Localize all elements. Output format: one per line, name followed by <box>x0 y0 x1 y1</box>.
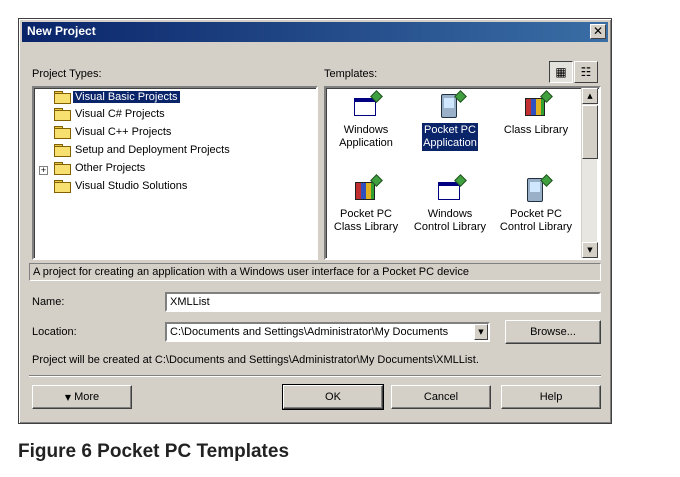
folder-icon <box>54 180 71 194</box>
title-bar[interactable]: New Project ✕ <box>22 22 608 42</box>
scroll-thumb[interactable] <box>582 105 598 159</box>
location-combobox[interactable]: C:\Documents and Settings\Administrator\… <box>165 322 490 342</box>
templates-scrollbar[interactable]: ▲ ▼ <box>581 88 598 258</box>
separator <box>29 375 601 377</box>
pocket-pc-application-icon <box>434 90 467 120</box>
pocket-pc-class-library-icon <box>350 174 383 204</box>
expand-plus-icon[interactable]: + <box>39 165 48 175</box>
created-at-text: Project will be created at C:\Documents … <box>32 354 479 366</box>
templates-label: Templates: <box>324 68 378 80</box>
folder-icon <box>54 162 71 176</box>
template-label: Class Library <box>503 124 569 136</box>
location-label: Location: <box>32 326 77 338</box>
tree-item-visual-basic-projects[interactable]: Visual Basic Projects <box>54 89 180 106</box>
folder-icon <box>54 91 71 105</box>
folder-icon <box>54 126 71 140</box>
template-description: A project for creating an application wi… <box>29 263 601 281</box>
tree-item-visual-studio-solutions[interactable]: Visual Studio Solutions <box>54 178 189 195</box>
help-button[interactable]: Help <box>501 385 601 409</box>
tree-item-label: Visual C# Projects <box>75 108 165 120</box>
class-library-icon <box>520 90 553 120</box>
pocket-pc-control-library-icon <box>520 174 553 204</box>
project-types-label: Project Types: <box>32 68 102 80</box>
dialog-title: New Project <box>27 24 96 38</box>
new-project-dialog: New Project ✕ Project Types: Templates: … <box>18 18 612 424</box>
tree-item-label: Visual C++ Projects <box>75 126 172 138</box>
list-view-icon[interactable]: ☷ <box>574 61 598 83</box>
cancel-button[interactable]: Cancel <box>391 385 491 409</box>
double-chevron-down-icon: ▼ <box>64 393 72 402</box>
scroll-down-icon[interactable]: ▼ <box>582 242 598 258</box>
tree-item-label: Other Projects <box>75 162 146 174</box>
tree-item-label: Visual Studio Solutions <box>75 180 188 192</box>
close-icon[interactable]: ✕ <box>590 24 606 39</box>
tree-item-setup-deployment-projects[interactable]: Setup and Deployment Projects <box>54 142 232 159</box>
ok-button[interactable]: OK <box>282 384 384 410</box>
chevron-down-icon[interactable]: ▼ <box>474 324 488 340</box>
tree-item-visual-csharp-projects[interactable]: Visual C# Projects <box>54 106 167 123</box>
browse-button[interactable]: Browse... <box>505 320 601 344</box>
windows-application-icon <box>350 90 383 120</box>
template-class-library[interactable]: Class Library <box>496 90 576 138</box>
tree-item-label: Visual Basic Projects <box>73 91 180 103</box>
folder-icon <box>54 108 71 122</box>
location-value: C:\Documents and Settings\Administrator\… <box>170 326 449 338</box>
more-button[interactable]: ▼ More <box>32 385 132 409</box>
tree-item-other-projects[interactable]: Other Projects <box>54 160 147 177</box>
windows-control-library-icon <box>434 174 467 204</box>
tree-item-visual-cpp-projects[interactable]: Visual C++ Projects <box>54 124 173 141</box>
large-icons-view-icon[interactable]: ▦ <box>549 61 573 83</box>
folder-icon <box>54 144 71 158</box>
tree-item-label: Setup and Deployment Projects <box>75 144 230 156</box>
name-label: Name: <box>32 296 65 308</box>
figure-caption: Figure 6 Pocket PC Templates <box>18 441 290 462</box>
more-label: More <box>74 391 100 403</box>
name-input[interactable]: XMLList <box>165 292 601 312</box>
project-types-tree[interactable]: Visual Basic Projects Visual C# Projects… <box>32 86 318 260</box>
scroll-up-icon[interactable]: ▲ <box>582 88 598 104</box>
